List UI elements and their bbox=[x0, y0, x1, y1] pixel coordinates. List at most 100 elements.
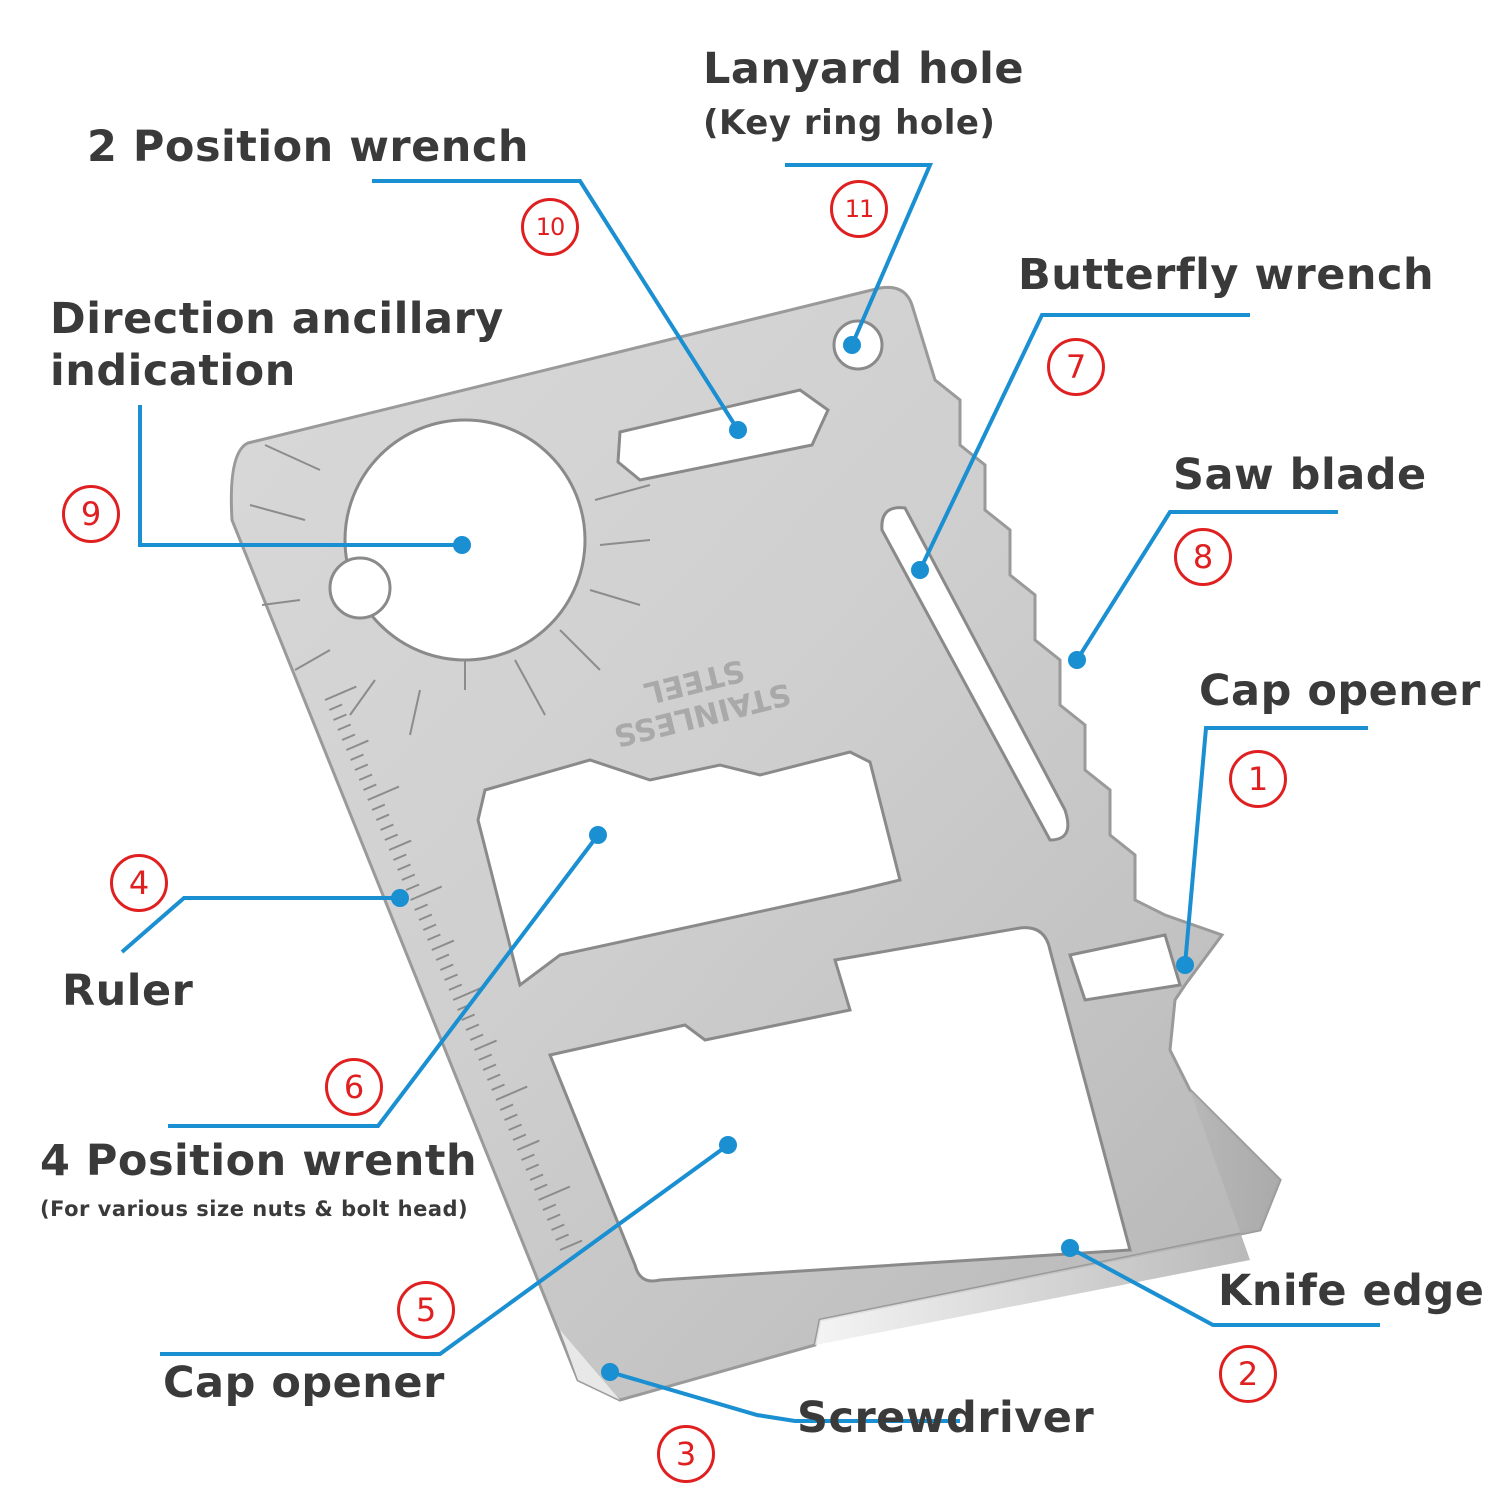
leader-line-butterfly bbox=[918, 313, 1250, 571]
ruler-tick bbox=[397, 863, 411, 871]
ruler-tick bbox=[521, 1153, 535, 1161]
ruler-tick bbox=[324, 685, 357, 701]
leader-dot-cap-right bbox=[1176, 956, 1194, 974]
number-badge-9: 9 bbox=[62, 485, 120, 543]
leader-dot-saw bbox=[1068, 651, 1086, 669]
leader-line-knife bbox=[1069, 1246, 1380, 1327]
ruler-tick bbox=[358, 773, 373, 781]
ruler-tick bbox=[551, 1223, 565, 1231]
ruler-tick bbox=[559, 1239, 583, 1251]
ruler-tick bbox=[354, 763, 369, 771]
ruler-tick bbox=[478, 1053, 493, 1061]
number-badge-11: 11 bbox=[830, 180, 888, 238]
ruler-tick bbox=[341, 733, 356, 741]
label-four-position-wrench: 4 Position wrenth bbox=[40, 1136, 478, 1186]
leader-line-saw bbox=[1075, 510, 1338, 662]
leader-line-direction bbox=[138, 405, 462, 547]
ruler-tick bbox=[405, 883, 420, 891]
ruler-tick bbox=[427, 933, 441, 941]
number-badge-6: 6 bbox=[325, 1058, 383, 1116]
ruler-tick bbox=[380, 823, 394, 831]
cap-opener-cutout bbox=[547, 926, 1132, 1283]
direction-notch-cutout bbox=[328, 556, 392, 620]
ruler-tick bbox=[346, 739, 369, 751]
four-position-wrench-cutout bbox=[476, 750, 902, 988]
ruler-tick bbox=[461, 1013, 475, 1021]
knife-bevel bbox=[815, 1090, 1280, 1345]
ruler-tick bbox=[538, 1185, 571, 1201]
number-badge-3: 3 bbox=[657, 1425, 715, 1483]
ruler-tick bbox=[487, 1073, 501, 1081]
ruler-tick bbox=[363, 783, 377, 791]
ruler-ticks bbox=[324, 685, 583, 1251]
ruler-tick bbox=[328, 703, 343, 711]
label-cap-opener-left: Cap opener bbox=[163, 1358, 445, 1408]
label-cap-opener-right: Cap opener bbox=[1199, 666, 1481, 716]
butterfly-wrench-slot bbox=[880, 506, 1070, 842]
ruler-tick bbox=[401, 873, 416, 881]
ruler-tick bbox=[418, 913, 433, 921]
label-key-ring-hole: (Key ring hole) bbox=[703, 103, 996, 143]
leader-line-ruler bbox=[120, 896, 400, 954]
ruler-tick bbox=[542, 1203, 557, 1211]
ruler-tick bbox=[516, 1139, 540, 1151]
number-badge-10: 10 bbox=[521, 198, 579, 256]
ruler-tick bbox=[534, 1183, 548, 1191]
ruler-tick bbox=[555, 1233, 569, 1241]
direction-ticks bbox=[249, 444, 651, 736]
ruler-tick bbox=[371, 803, 386, 811]
ruler-tick bbox=[350, 753, 364, 761]
leader-dot-ruler bbox=[391, 889, 409, 907]
ruler-tick bbox=[469, 1033, 484, 1041]
ruler-tick bbox=[504, 1113, 518, 1121]
label-butterfly-wrench: Butterfly wrench bbox=[1018, 250, 1435, 300]
number-badge-8: 8 bbox=[1174, 528, 1232, 586]
number-badge-1: 1 bbox=[1229, 750, 1287, 808]
leader-line-cap-left bbox=[160, 1143, 730, 1356]
ruler-tick bbox=[444, 973, 458, 981]
label-ruler: Ruler bbox=[62, 966, 194, 1016]
screwdriver-bevel bbox=[560, 1330, 620, 1400]
ruler-tick bbox=[465, 1023, 480, 1031]
label-screwdriver: Screwdriver bbox=[797, 1393, 1095, 1443]
leader-line-two-position bbox=[372, 179, 740, 432]
ruler-tick bbox=[367, 785, 400, 801]
leader-dot-knife bbox=[1061, 1239, 1079, 1257]
ruler-tick bbox=[512, 1133, 527, 1141]
ruler-tick bbox=[414, 903, 428, 911]
leader-dots bbox=[391, 336, 1194, 1381]
ruler-tick bbox=[499, 1103, 514, 1111]
leader-line-lanyard bbox=[785, 163, 934, 346]
number-badge-5: 5 bbox=[397, 1281, 455, 1339]
label-knife-edge: Knife edge bbox=[1218, 1266, 1485, 1316]
leader-dot-cap-left bbox=[719, 1136, 737, 1154]
ruler-tick bbox=[333, 713, 347, 721]
leader-line-four-position bbox=[168, 833, 600, 1128]
ruler-tick bbox=[375, 813, 390, 821]
label-lanyard-hole: Lanyard hole bbox=[703, 44, 1025, 94]
ruler-tick bbox=[410, 885, 443, 901]
number-badge-4: 4 bbox=[110, 854, 168, 912]
ruler-tick bbox=[495, 1085, 528, 1101]
ruler-tick bbox=[491, 1083, 505, 1091]
label-four-position-note: (For various size nuts & bolt head) bbox=[40, 1197, 469, 1221]
ruler-tick bbox=[546, 1213, 561, 1221]
leader-dot-two-position bbox=[729, 421, 747, 439]
ruler-tick bbox=[482, 1063, 497, 1071]
two-position-wrench-cutout bbox=[616, 388, 830, 482]
ruler-tick bbox=[525, 1163, 540, 1171]
leader-line-screwdriver bbox=[609, 1370, 960, 1423]
label-saw-blade: Saw blade bbox=[1173, 450, 1427, 500]
right-cap-opener-notch bbox=[1068, 933, 1182, 1002]
ruler-tick bbox=[393, 853, 407, 861]
label-direction-line2: indication bbox=[50, 346, 296, 396]
ruler-tick bbox=[440, 963, 454, 971]
ruler-tick bbox=[529, 1173, 544, 1181]
leader-dot-screwdriver bbox=[601, 1363, 619, 1381]
ruler-tick bbox=[384, 833, 399, 841]
leader-line-cap-right bbox=[1183, 726, 1368, 966]
leader-dot-four-position bbox=[589, 826, 607, 844]
ruler-tick bbox=[474, 1039, 497, 1051]
